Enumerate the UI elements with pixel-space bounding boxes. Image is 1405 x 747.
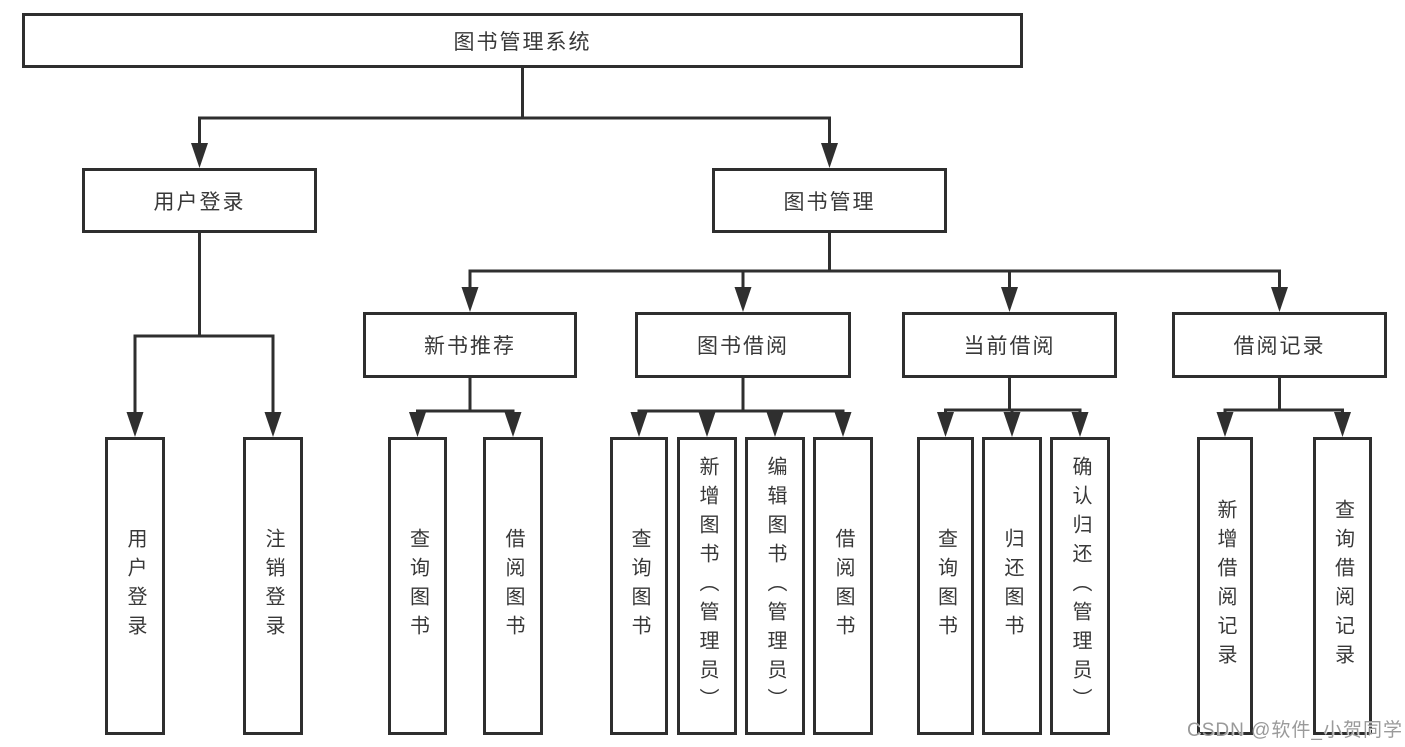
- leaf-query-books-recommend-label: 查询图书: [406, 528, 429, 644]
- leaf-borrow-books-label: 借阅图书: [832, 528, 854, 644]
- leaf-return-book-label: 归还图书: [1001, 528, 1023, 644]
- leaf-query-borrow-record-label: 查询借阅记录: [1331, 499, 1354, 673]
- leaf-logout: 注销登录: [243, 437, 303, 735]
- leaf-confirm-return-admin-label: 确认归还（管理员）: [1069, 455, 1091, 717]
- watermark: CSDN @软件_小贺同学: [1187, 720, 1403, 741]
- leaf-user-login-label: 用户登录: [124, 528, 146, 644]
- leaf-query-books-current: 查询图书: [917, 437, 974, 735]
- leaf-borrow-books-recommend: 借阅图书: [483, 437, 543, 735]
- leaf-add-borrow-record: 新增借阅记录: [1197, 437, 1253, 735]
- leaf-confirm-return-admin: 确认归还（管理员）: [1050, 437, 1110, 735]
- leaf-query-books-borrow-label: 查询图书: [628, 528, 650, 644]
- leaf-query-books-recommend: 查询图书: [388, 437, 447, 735]
- leaf-add-borrow-record-label: 新增借阅记录: [1214, 499, 1236, 673]
- arrowheads: [126, 143, 1351, 437]
- node-book-management: 图书管理: [712, 168, 947, 233]
- leaf-return-book: 归还图书: [982, 437, 1042, 735]
- node-borrow-records: 借阅记录: [1172, 312, 1387, 378]
- node-current-borrow: 当前借阅: [902, 312, 1117, 378]
- node-user-login: 用户登录: [82, 168, 317, 233]
- leaf-query-books-borrow: 查询图书: [610, 437, 668, 735]
- leaf-borrow-books: 借阅图书: [813, 437, 873, 735]
- leaf-add-book-admin: 新增图书（管理员）: [677, 437, 737, 735]
- node-new-book-recommend: 新书推荐: [363, 312, 577, 378]
- leaf-edit-book-admin: 编辑图书（管理员）: [745, 437, 805, 735]
- node-book-borrow: 图书借阅: [635, 312, 851, 378]
- leaf-user-login: 用户登录: [105, 437, 165, 735]
- leaf-query-books-current-label: 查询图书: [934, 528, 957, 644]
- leaf-edit-book-admin-label: 编辑图书（管理员）: [764, 455, 786, 717]
- leaf-borrow-books-recommend-label: 借阅图书: [502, 528, 524, 644]
- leaf-add-book-admin-label: 新增图书（管理员）: [696, 455, 718, 717]
- leaf-logout-label: 注销登录: [262, 528, 284, 644]
- node-root: 图书管理系统: [22, 13, 1023, 68]
- leaf-query-borrow-record: 查询借阅记录: [1313, 437, 1372, 735]
